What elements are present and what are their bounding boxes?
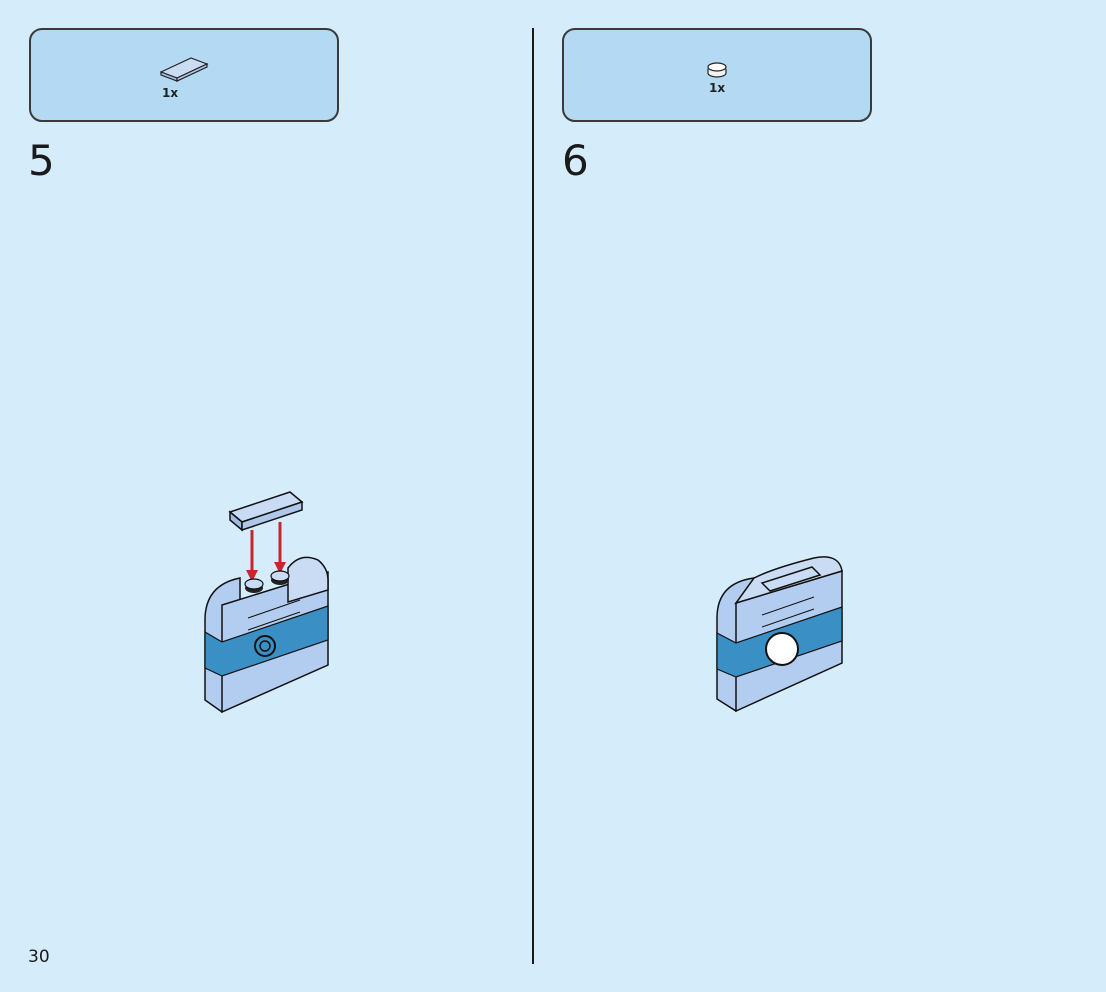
step-number: 5 <box>28 136 55 185</box>
step-6-build-illustration <box>716 556 843 713</box>
parts-callout-step-6: 1x <box>562 28 872 122</box>
page-divider <box>532 28 534 964</box>
flat-tile-part <box>228 491 304 532</box>
parts-quantity: 1x <box>162 86 179 100</box>
placement-arrows <box>246 522 286 582</box>
parts-callout-step-5: 1x <box>29 28 339 122</box>
step-5-build-illustration <box>204 491 329 714</box>
flat-tile-1x2-icon <box>159 57 209 82</box>
parts-quantity: 1x <box>709 81 726 95</box>
brick-assembly <box>716 556 843 713</box>
round-plate-1x1-icon <box>707 62 727 78</box>
page-number: 30 <box>28 947 50 967</box>
step-number: 6 <box>562 136 589 185</box>
brick-assembly <box>204 556 329 714</box>
